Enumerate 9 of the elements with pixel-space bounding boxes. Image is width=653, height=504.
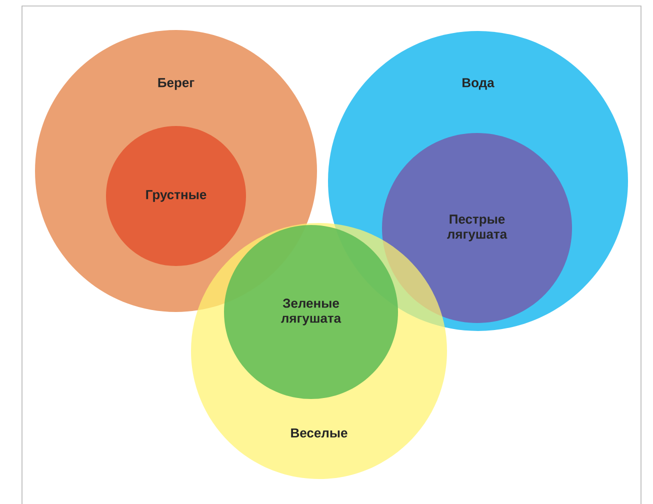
circle-label: Пестрые лягушата xyxy=(447,214,508,242)
circle-label: Веселые xyxy=(291,428,348,438)
circle xyxy=(106,126,246,266)
circle-label: Берег xyxy=(158,78,194,90)
circle-label: Зеленые лягушата xyxy=(281,298,342,326)
circle xyxy=(224,225,398,399)
circle xyxy=(382,133,572,323)
circle-label: Вода xyxy=(462,78,494,90)
circle-label: Грустные xyxy=(146,190,206,202)
